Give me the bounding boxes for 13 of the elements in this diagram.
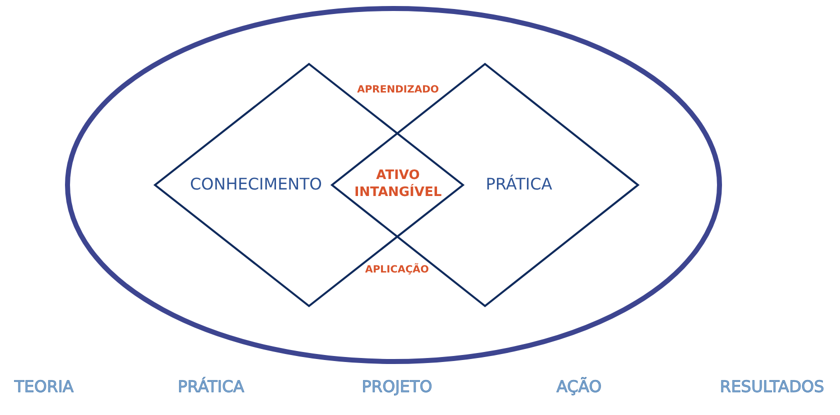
concept-label: CONHECIMENTO [190, 174, 322, 194]
diamond-shape [153, 62, 465, 308]
stage-label: TEORIA [14, 377, 74, 397]
ellipse-boundary [65, 6, 722, 364]
overlap-label: APRENDIZADO [357, 84, 439, 96]
overlap-label: APLICAÇÃO [365, 264, 429, 276]
stage-label: PRÁTICA [178, 377, 244, 397]
diamond-shape [330, 62, 640, 308]
stage-label: RESULTADOS [720, 377, 824, 397]
overlap-label: ATIVO INTANGÍVEL [353, 167, 443, 201]
stage-label: AÇÃO [556, 377, 602, 397]
concept-label: PRÁTICA [486, 174, 552, 194]
stage-label: PROJETO [362, 377, 432, 397]
